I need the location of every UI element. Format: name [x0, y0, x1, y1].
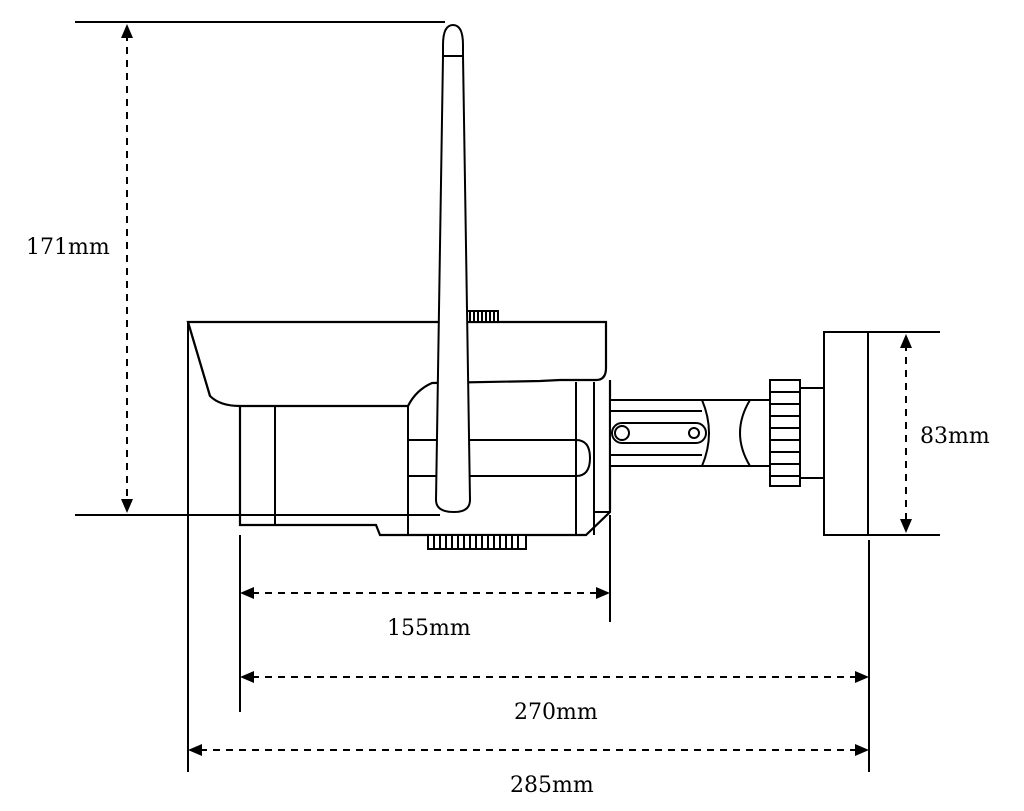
extension-lines: [75, 21, 940, 772]
hood-screw-icon: [465, 310, 499, 323]
dim-length-with-bracket: [240, 671, 869, 683]
camera-body: [238, 380, 612, 537]
dimension-lines: [121, 24, 912, 756]
dim-overall-length: [188, 744, 869, 756]
antenna-clip: [408, 439, 592, 477]
label-bracket-height: 83mm: [920, 424, 990, 449]
dim-height-total: [121, 24, 133, 513]
bottom-screw-icon: [427, 534, 527, 550]
label-length-with-bracket: 270mm: [514, 700, 598, 725]
dim-bracket-height: [900, 334, 912, 533]
label-body-length: 155mm: [387, 616, 471, 641]
camera-illustration: [186, 23, 869, 550]
mount-bracket: [609, 399, 771, 467]
dim-body-length: [240, 587, 610, 599]
label-height-total: 171mm: [26, 235, 110, 260]
hood-front-edge: [187, 321, 211, 397]
antenna: [434, 23, 472, 514]
wall-plate: [823, 331, 869, 536]
bracket-joint: [769, 379, 825, 487]
sun-hood: [186, 320, 608, 408]
label-overall-length: 285mm: [510, 773, 594, 798]
